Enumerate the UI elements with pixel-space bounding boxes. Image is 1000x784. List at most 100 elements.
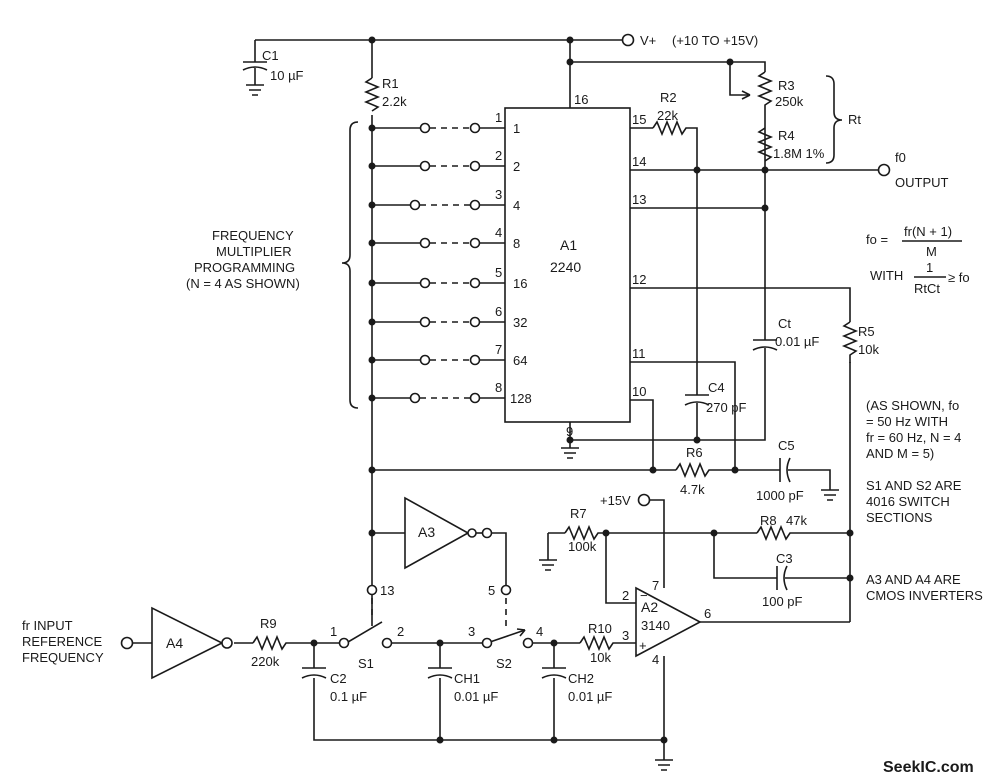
c5-value: 1000 pF	[756, 488, 804, 503]
svg-text:fr INPUT: fr INPUT	[22, 618, 73, 633]
inverter-note: A3 AND A4 ARE CMOS INVERTERS	[866, 572, 983, 603]
r7-value: 100k	[568, 539, 597, 554]
c4-name: C4	[708, 380, 725, 395]
c4-capacitor	[684, 394, 710, 406]
svg-text:WITH: WITH	[870, 268, 903, 283]
a2-pin-4: 4	[652, 652, 659, 667]
switch-pin-labels: 1 2 3 4 13 5	[330, 583, 543, 639]
svg-text:SECTIONS: SECTIONS	[866, 510, 933, 525]
r6-name: R6	[686, 445, 703, 460]
a2-part: 3140	[641, 618, 670, 633]
c2-capacitor	[301, 667, 327, 679]
c5-capacitor	[779, 457, 791, 483]
a1-right-pin: 11	[632, 346, 646, 361]
c2-value: 0.1 µF	[330, 689, 367, 704]
a1-left-pin: 64	[513, 353, 527, 368]
r4-value: 1.8M 1%	[773, 146, 825, 161]
a2-opamp-body	[635, 586, 702, 658]
r10-name: R10	[588, 621, 612, 636]
f0-label: f0	[895, 150, 906, 165]
a1-right-pin: 13	[632, 192, 646, 207]
c1-value: 10 µF	[270, 68, 304, 83]
a1-part: 2240	[550, 259, 581, 275]
vplus-label: V+	[640, 33, 656, 48]
ch1-value: 0.01 µF	[454, 689, 498, 704]
ct-name: Ct	[778, 316, 791, 331]
r3-name: R3	[778, 78, 795, 93]
svg-text:AND M = 5): AND M = 5)	[866, 446, 934, 461]
svg-text:(N = 4 AS SHOWN): (N = 4 AS SHOWN)	[186, 276, 300, 291]
switch-number: 2	[495, 148, 502, 163]
ground-icon	[539, 559, 557, 571]
r8-name: R8	[760, 513, 777, 528]
a4-inversion-bubble	[221, 637, 233, 649]
r7-resistor	[564, 524, 602, 542]
a1-ic-body	[504, 107, 631, 423]
supply-labels: V+ (+10 TO +15V) +15V	[600, 33, 758, 508]
r5-resistor	[841, 321, 859, 363]
svg-text:= 50 Hz WITH: = 50 Hz WITH	[866, 414, 948, 429]
r3-wiper-arrow	[741, 90, 751, 100]
switch-note: S1 AND S2 ARE 4016 SWITCH SECTIONS	[866, 478, 962, 525]
s1-pin-in: 1	[330, 624, 337, 639]
rt-label: Rt	[848, 112, 861, 127]
programming-brace	[341, 121, 359, 409]
svg-text:4016 SWITCH: 4016 SWITCH	[866, 494, 950, 509]
a2-pin-3: 3	[622, 628, 629, 643]
terminals	[120, 33, 891, 650]
svg-text:fr(N + 1): fr(N + 1)	[904, 224, 952, 239]
r5-value: 10k	[858, 342, 879, 357]
active-devices	[151, 107, 702, 680]
svg-text:M: M	[926, 244, 937, 259]
r1-name: R1	[382, 76, 399, 91]
a3-name: A3	[418, 524, 435, 540]
svg-text:1: 1	[926, 260, 933, 275]
a1-left-pin: 32	[513, 315, 527, 330]
svg-text:S1 AND S2 ARE: S1 AND S2 ARE	[866, 478, 962, 493]
svg-text:A3 AND A4 ARE: A3 AND A4 ARE	[866, 572, 961, 587]
svg-text:FREQUENCY: FREQUENCY	[22, 650, 104, 665]
switch-number: 1	[495, 110, 502, 125]
svg-text:≥ fo: ≥ fo	[948, 270, 970, 285]
a2-pin-2: 2	[622, 588, 629, 603]
a1-left-pin: 16	[513, 276, 527, 291]
r5-name: R5	[858, 324, 875, 339]
a1-right-pin: 15	[632, 112, 646, 127]
r1-resistor	[363, 77, 381, 112]
a1-pin-bottom: 9	[566, 424, 573, 439]
capacitors	[242, 61, 791, 679]
a1-pin-labels: 16 9 1 2 4 8 16 32 64 128 1 2 3 4 5 6 7 …	[495, 92, 646, 439]
c2-name: C2	[330, 671, 347, 686]
svg-text:REFERENCE: REFERENCE	[22, 634, 103, 649]
a3-pin-in: 13	[380, 583, 394, 598]
input-title: fr INPUT REFERENCE FREQUENCY	[22, 618, 104, 665]
rt-brace	[825, 75, 843, 164]
output-label: OUTPUT	[895, 175, 949, 190]
r8-resistor	[756, 524, 794, 542]
a1-right-pin: 10	[632, 384, 646, 399]
resistors	[252, 71, 859, 652]
switch-number: 7	[495, 342, 502, 357]
r4-name: R4	[778, 128, 795, 143]
r2-name: R2	[660, 90, 677, 105]
formula-note: fo = fr(N + 1) M WITH 1 RtCt ≥ fo	[866, 224, 970, 296]
a1-name: A1	[560, 237, 577, 253]
example-note: (AS SHOWN, fo = 50 Hz WITH fr = 60 Hz, N…	[866, 398, 961, 461]
a2-pin-7: 7	[652, 578, 659, 593]
c3-value: 100 pF	[762, 594, 803, 609]
ct-value: 0.01 µF	[775, 334, 819, 349]
junction-dots	[310, 36, 854, 744]
c5-name: C5	[778, 438, 795, 453]
a1-left-pin: 1	[513, 121, 520, 136]
s1-pin-out: 2	[397, 624, 404, 639]
a3-pin-out: 5	[488, 583, 495, 598]
a4-name: A4	[166, 635, 183, 651]
c3-name: C3	[776, 551, 793, 566]
r4-resistor	[756, 127, 774, 162]
svg-text:fo =: fo =	[866, 232, 888, 247]
switch-number: 5	[495, 265, 502, 280]
ground-icon	[246, 84, 264, 96]
a1-left-pin: 4	[513, 198, 520, 213]
r6-resistor	[675, 461, 714, 479]
wires	[133, 39, 878, 760]
